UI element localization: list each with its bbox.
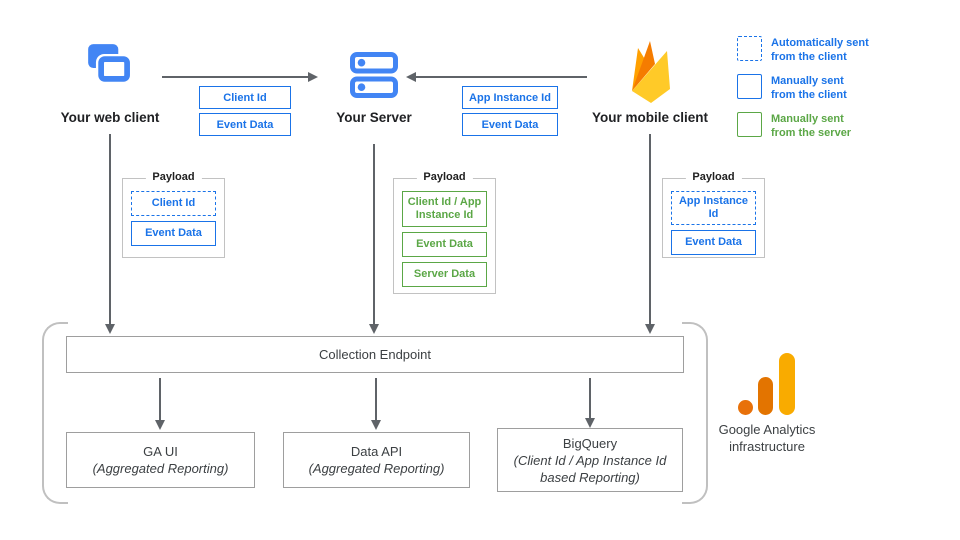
payload-server: Payload Client Id / App Instance Id Even…: [393, 171, 496, 294]
infra-bracket-left: [42, 322, 68, 504]
mobile-client-firebase-icon: [632, 41, 670, 103]
ga-infrastructure-line2: infrastructure: [729, 439, 805, 454]
payload-mobile-event-data: Event Data: [671, 230, 756, 255]
arrowhead-right-icon: [308, 72, 318, 82]
arrowhead-down-icon: [585, 418, 595, 428]
badge-event-data-web: Event Data: [199, 113, 291, 136]
mobile-client-label: Your mobile client: [591, 110, 708, 125]
legend-line: Manually sent: [771, 113, 844, 125]
infra-bracket-right: [682, 322, 708, 504]
ga-ui-subtitle: (Aggregated Reporting): [92, 461, 229, 476]
legend-line: from the client: [771, 89, 847, 101]
data-api-title: Data API: [350, 444, 403, 459]
payload-web-client-id: Client Id: [131, 191, 216, 216]
legend-swatch-auto-client-icon: [737, 36, 762, 61]
payload-server-title: Payload: [416, 171, 473, 183]
bigquery-box: BigQuery (Client Id / App Instance Id ba…: [497, 428, 683, 492]
badge-client-id: Client Id: [199, 86, 291, 109]
legend-line: from the server: [771, 127, 852, 139]
ga-infrastructure-label: Google Analytics infrastructure: [697, 421, 837, 455]
bigquery-title: BigQuery: [562, 435, 618, 451]
ga-ui-title: GA UI: [143, 444, 178, 459]
badge-app-instance-id: App Instance Id: [462, 86, 558, 109]
arrowhead-down-icon: [645, 324, 655, 334]
ga-ui-box: GA UI (Aggregated Reporting): [66, 432, 255, 488]
payload-server-ids: Client Id / App Instance Id: [402, 191, 487, 227]
legend-label-manual-server: Manually sent from the server: [771, 112, 931, 140]
data-api-subtitle: (Aggregated Reporting): [308, 461, 445, 476]
payload-mobile-app-instance-id: App Instance Id: [671, 191, 756, 225]
bigquery-subtitle: (Client Id / App Instance Id based Repor…: [513, 452, 667, 485]
legend-swatch-manual-client-icon: [737, 74, 762, 99]
payload-web-event-data: Event Data: [131, 221, 216, 246]
arrowhead-left-icon: [406, 72, 416, 82]
payload-server-server-data: Server Data: [402, 262, 487, 287]
legend-label-manual-client: Manually sent from the client: [771, 74, 931, 102]
badge-event-data-mobile: Event Data: [462, 113, 558, 136]
arrowhead-down-icon: [369, 324, 379, 334]
arrowhead-down-icon: [371, 420, 381, 430]
arrowhead-down-icon: [155, 420, 165, 430]
legend-swatch-manual-server-icon: [737, 112, 762, 137]
payload-web-title: Payload: [145, 171, 202, 183]
payload-mobile-title: Payload: [685, 171, 742, 183]
legend-line: Automatically sent: [771, 37, 869, 49]
legend-line: Manually sent: [771, 75, 844, 87]
payload-server-event-data: Event Data: [402, 232, 487, 257]
arrowhead-down-icon: [105, 324, 115, 334]
web-client-label: Your web client: [60, 110, 160, 125]
collection-endpoint-label: Collection Endpoint: [318, 347, 432, 362]
server-icon: [350, 52, 398, 98]
payload-web: Payload Client Id Event Data: [122, 171, 225, 258]
legend-line: from the client: [771, 51, 847, 63]
web-client-icon: [88, 44, 133, 85]
legend-label-auto-client: Automatically sent from the client: [771, 36, 931, 64]
payload-mobile: Payload App Instance Id Event Data: [662, 171, 765, 258]
collection-endpoint-box: Collection Endpoint: [66, 336, 684, 373]
ga-infrastructure-line1: Google Analytics: [718, 422, 816, 437]
server-label: Your Server: [336, 110, 412, 125]
data-api-box: Data API (Aggregated Reporting): [283, 432, 470, 488]
